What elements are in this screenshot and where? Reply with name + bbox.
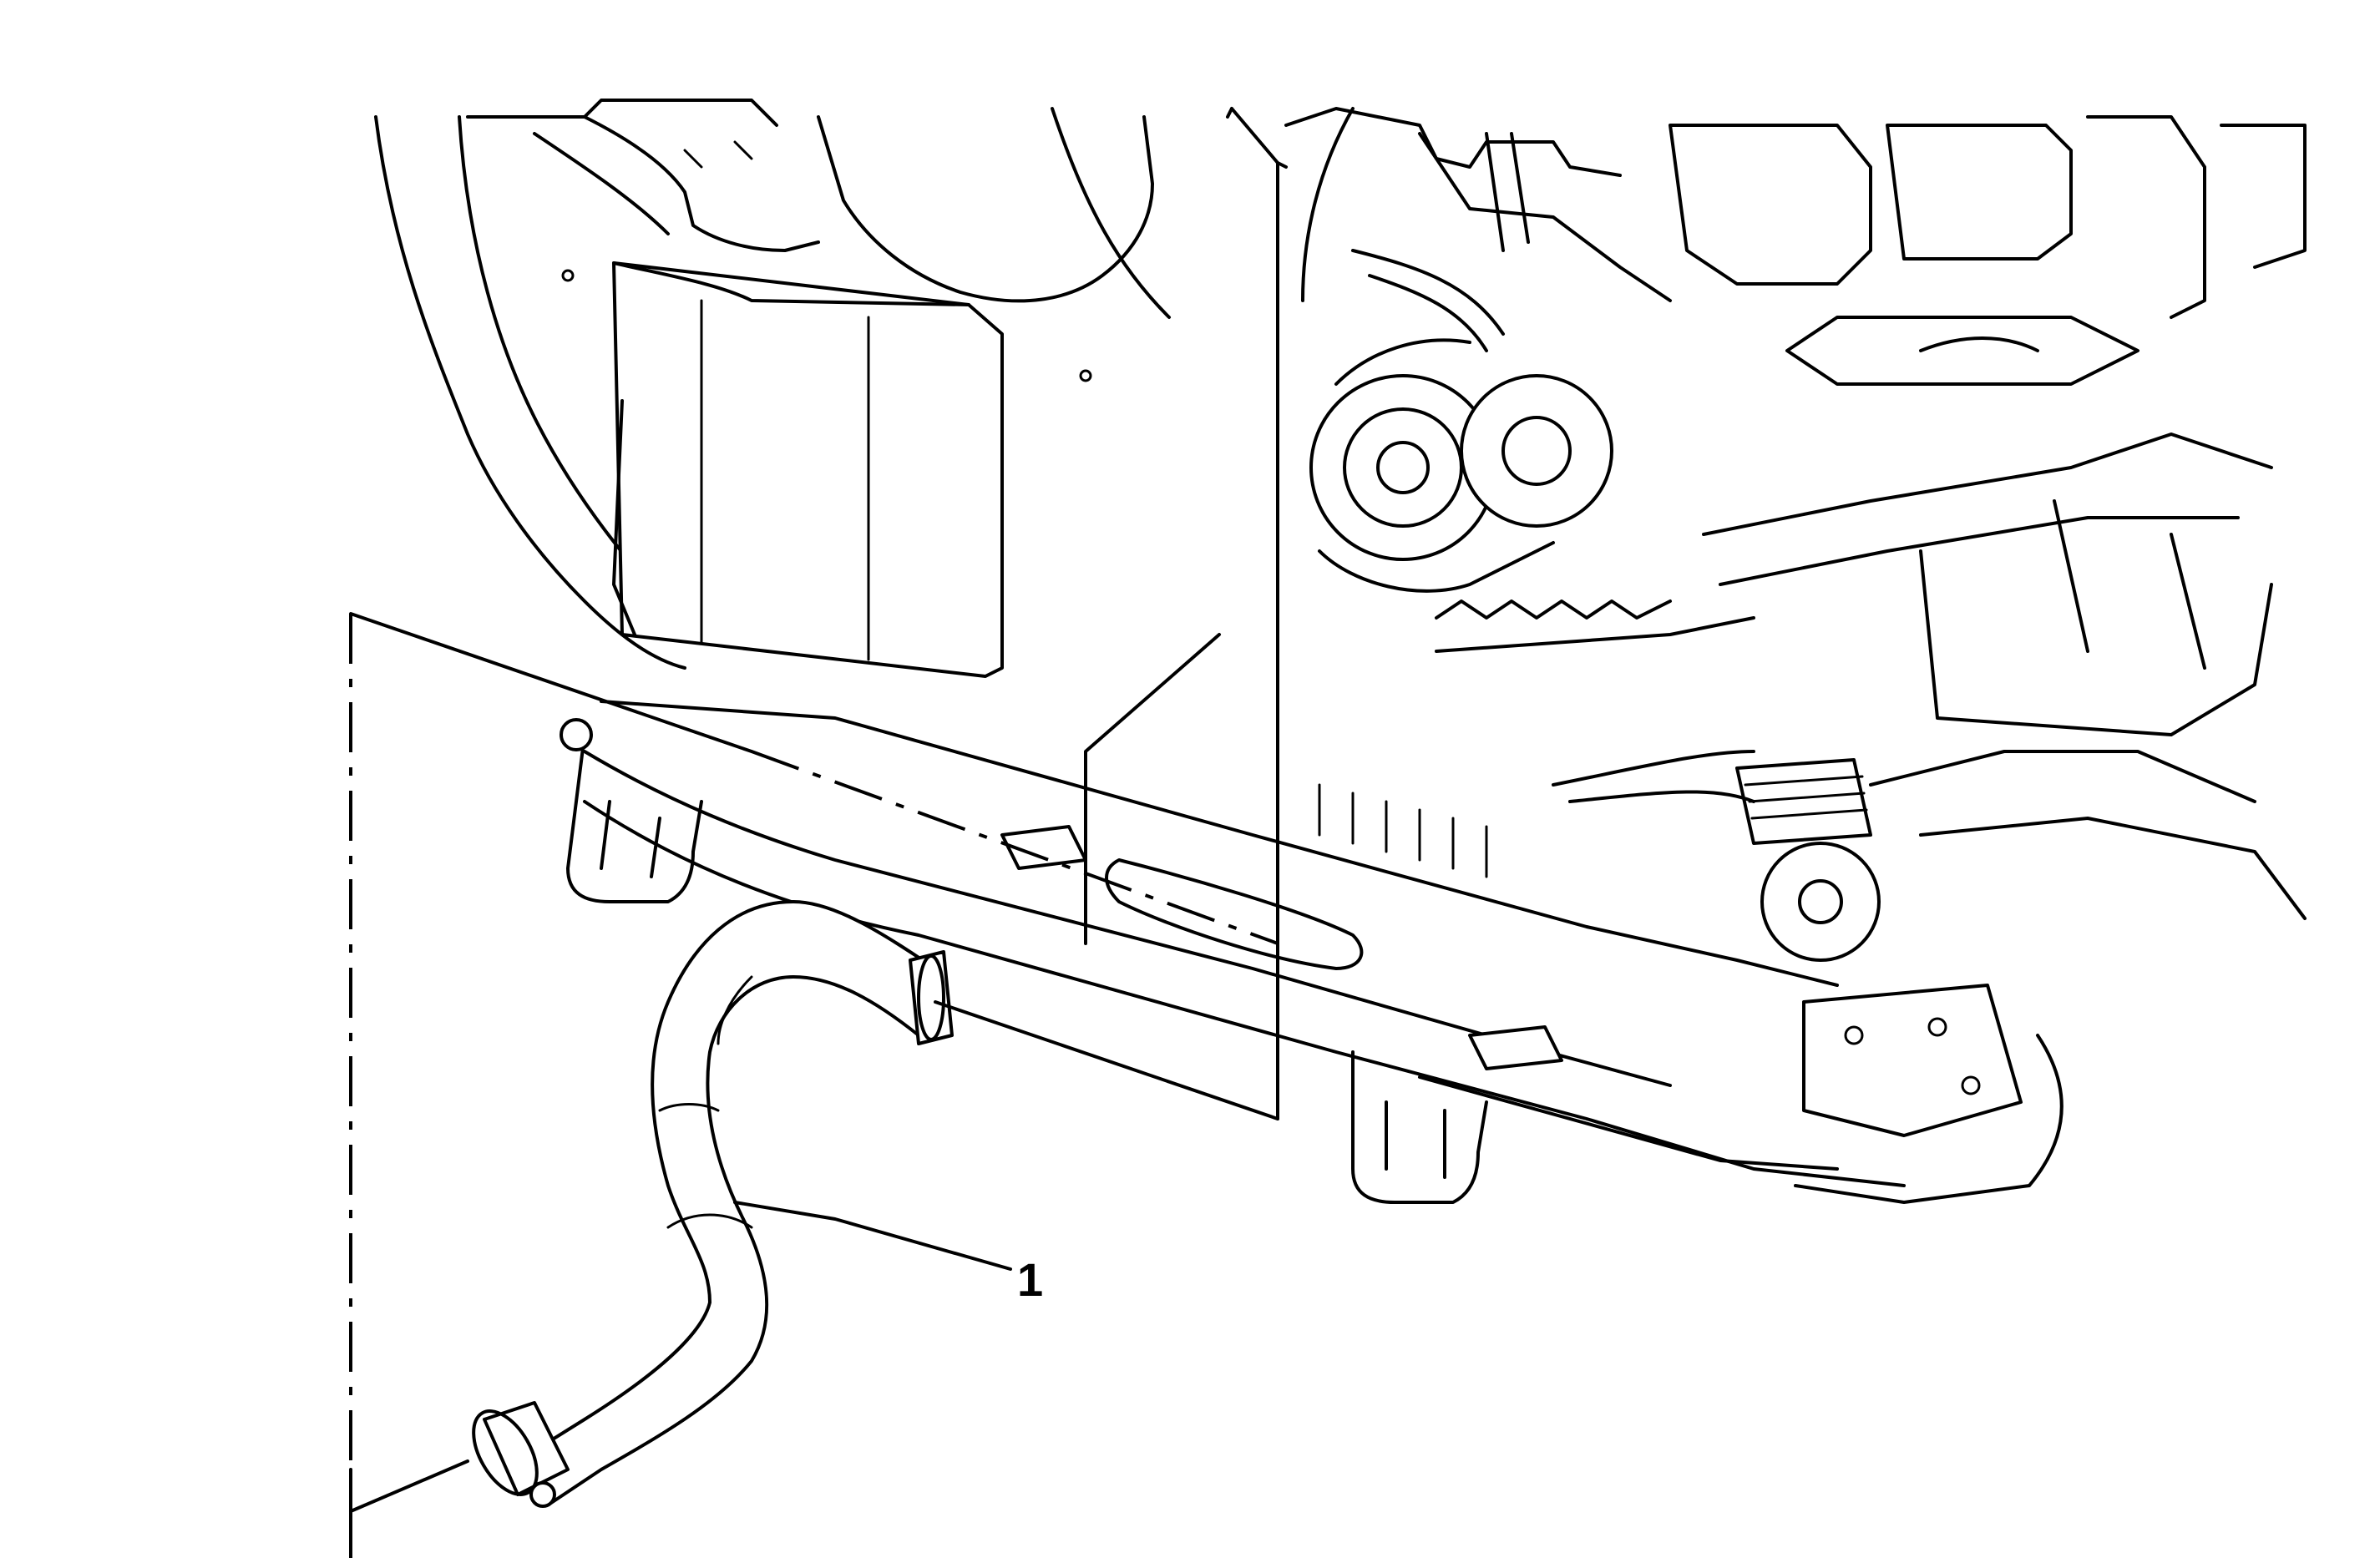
view-frame — [349, 107, 1288, 1558]
callout-number-1: 1 — [1017, 1253, 1044, 1306]
radiator-inlet-hose — [472, 900, 954, 1508]
radiator-support — [560, 700, 1906, 1204]
callout-1-leader — [733, 1201, 1012, 1271]
inner-fender-liner — [374, 99, 1171, 678]
engine-compartment — [1284, 107, 2307, 1204]
